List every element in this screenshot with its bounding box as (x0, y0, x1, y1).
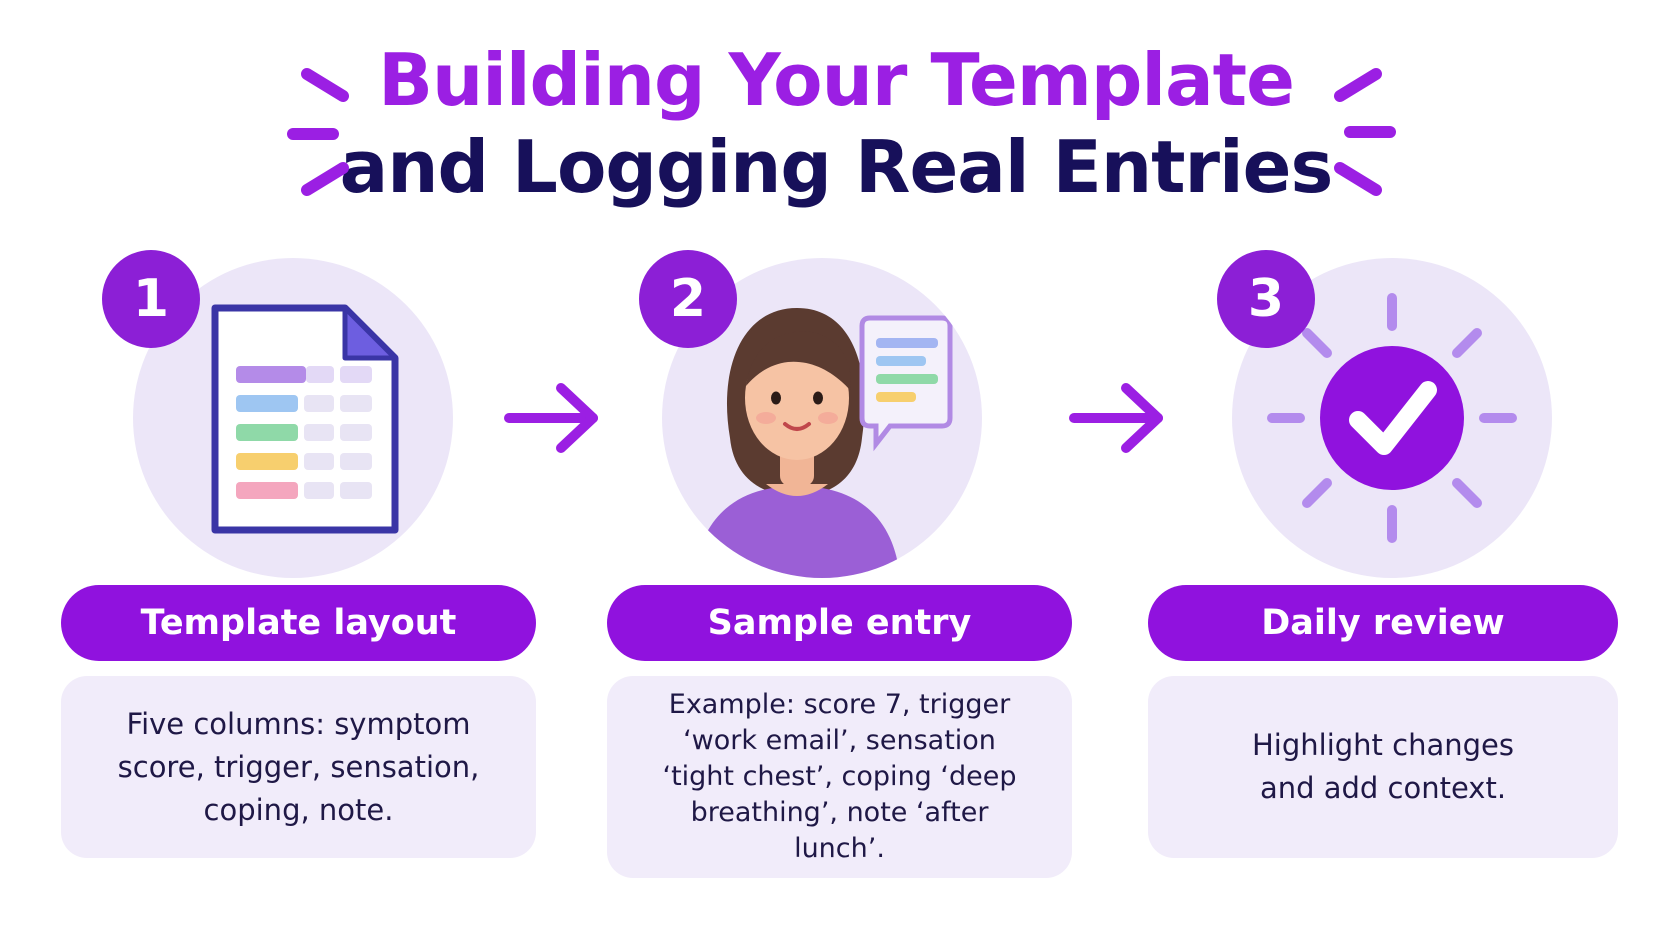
burst-lines-right-icon (1334, 68, 1396, 196)
arrow-right-icon (1069, 383, 1163, 453)
step-2-label: Sample entry (607, 585, 1072, 661)
step-3-label: Daily review (1148, 585, 1618, 661)
title-line-2: and Logging Real Entries (339, 125, 1334, 209)
step-1-number-badge: 1 (102, 250, 200, 348)
title-line-1: Building Your Template (378, 38, 1295, 122)
step-1-label: Template layout (61, 585, 536, 661)
step-2-illustration (662, 258, 982, 578)
step-3-description: Highlight changes and add context. (1252, 728, 1514, 805)
burst-lines-left-icon (287, 68, 349, 196)
person-with-chat-icon (694, 308, 953, 578)
step-1-description: Five columns: symptom score, trigger, se… (117, 706, 480, 827)
step-3-description-card: Highlight changes and add context. (1148, 676, 1618, 858)
step-3-number-badge: 3 (1217, 250, 1315, 348)
step-1-description-card: Five columns: symptom score, trigger, se… (61, 676, 536, 858)
step-2-description: Example: score 7, trigger ‘work email’, … (662, 689, 1017, 864)
step-2-description-card: Example: score 7, trigger ‘work email’, … (607, 676, 1072, 878)
arrow-right-icon (504, 383, 598, 453)
checkmark-icon (1267, 293, 1517, 543)
spreadsheet-icon (211, 304, 399, 534)
step-2-number-badge: 2 (639, 250, 737, 348)
